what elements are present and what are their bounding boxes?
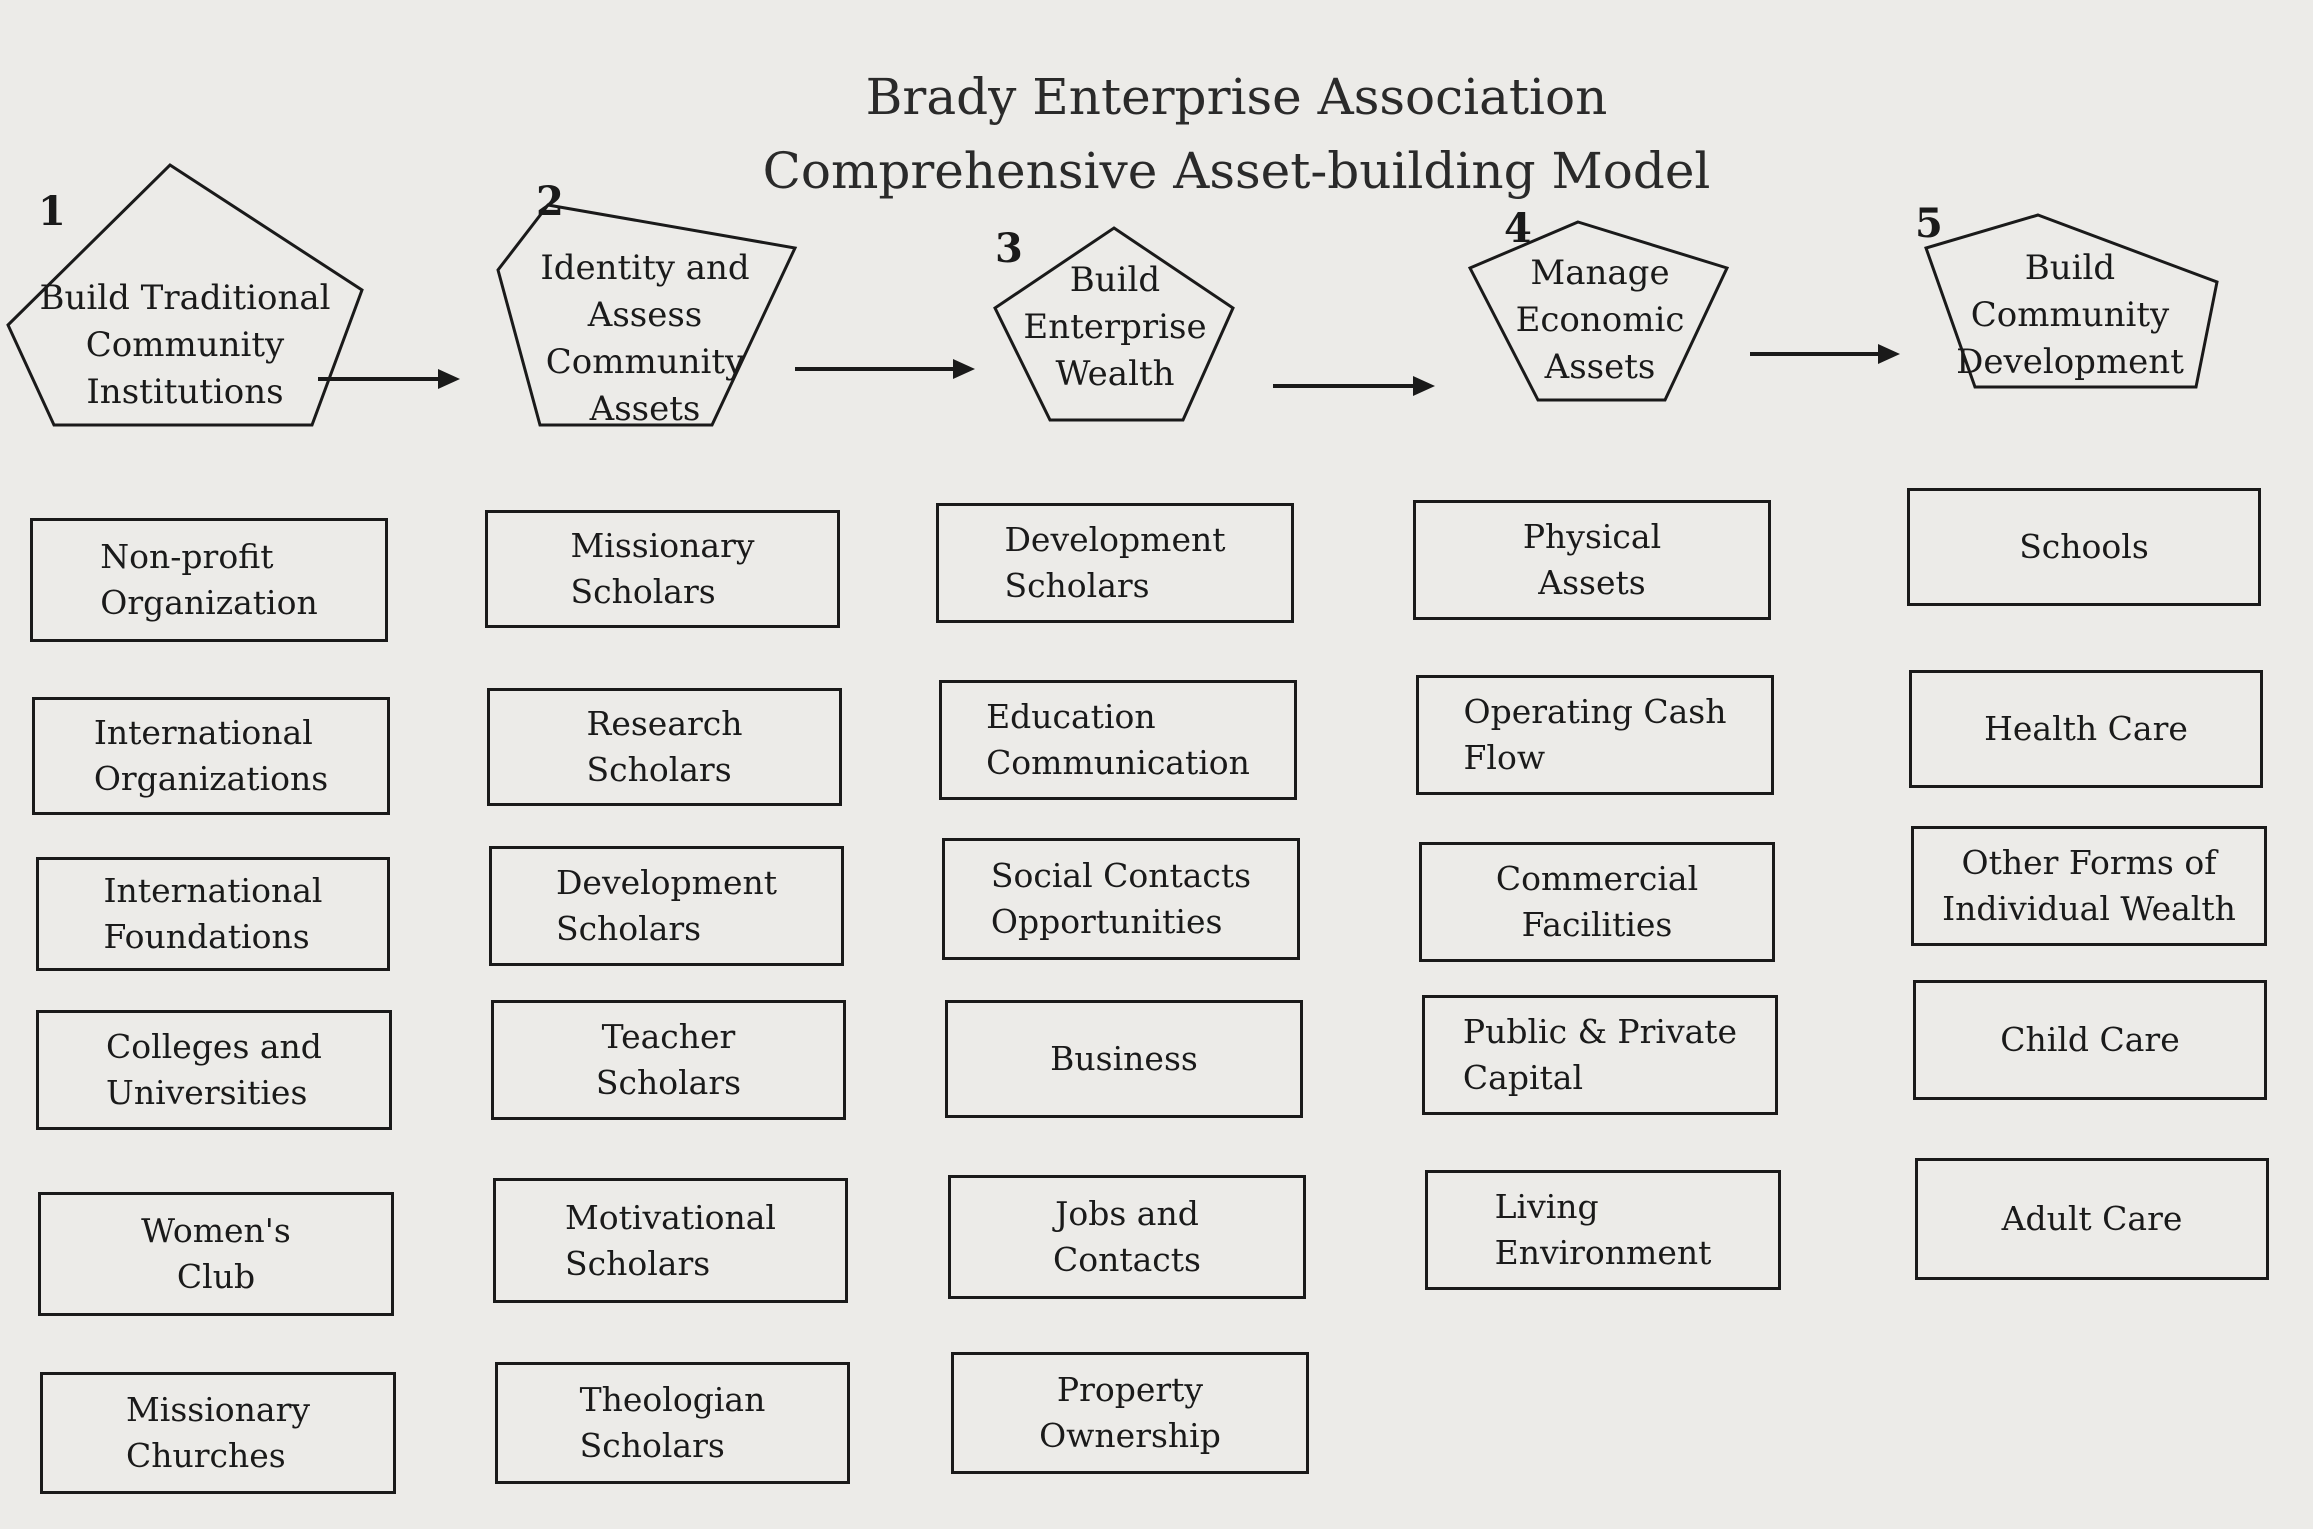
box-label: Business <box>1050 1039 1198 1078</box>
box-label: Adult Care <box>2001 1199 2183 1238</box>
box-label: Missionary Churches <box>126 1390 310 1475</box>
arrowhead-2-to-3 <box>953 359 975 379</box>
col2-box-4: Teacher Scholars <box>491 1000 846 1120</box>
arrowhead-1-to-2 <box>438 369 460 389</box>
col1-box-3: International Foundations <box>36 857 390 971</box>
step-number-1: 1 <box>38 188 66 235</box>
step-number-2: 2 <box>536 178 564 225</box>
col4-box-2: Operating Cash Flow <box>1416 675 1774 795</box>
col3-box-5: Jobs and Contacts <box>948 1175 1306 1299</box>
box-label: Child Care <box>2000 1020 2180 1059</box>
step-number-3: 3 <box>995 225 1023 272</box>
col4-box-4: Public & Private Capital <box>1422 995 1778 1115</box>
box-label: Theologian Scholars <box>579 1380 766 1465</box>
box-label: International Organizations <box>93 713 329 798</box>
box-label: Non-profit Organization <box>100 537 318 622</box>
box-label: Commercial Facilities <box>1495 859 1699 944</box>
col1-box-4: Colleges and Universities <box>36 1010 392 1130</box>
col2-box-3: Development Scholars <box>489 846 844 966</box>
box-label: Colleges and Universities <box>106 1027 322 1112</box>
step-heading-4: Manage Economic Assets <box>1515 253 1685 387</box>
box-label: Property Ownership <box>1039 1370 1221 1455</box>
col1-box-6: Missionary Churches <box>40 1372 396 1494</box>
pentagon-5 <box>1924 213 2219 389</box>
col1-box-2: International Organizations <box>32 697 390 815</box>
box-label: Motivational Scholars <box>565 1197 776 1283</box>
col1-box-5: Women's Club <box>38 1192 394 1316</box>
diagram-title: Brady Enterprise Association <box>865 68 1608 126</box>
pentagon-1 <box>6 163 364 427</box>
box-label: Jobs and Contacts <box>1053 1194 1201 1279</box>
box-label: Women's Club <box>141 1211 291 1296</box>
col2-box-5: Motivational Scholars <box>493 1178 848 1303</box>
col5-box-1: Schools <box>1907 488 2261 606</box>
step-heading-1: Build Traditional Community Institutions <box>39 278 331 412</box>
col3-box-2: Education Communication <box>939 680 1297 800</box>
col4-box-5: Living Environment <box>1425 1170 1781 1290</box>
col3-box-1: Development Scholars <box>936 503 1294 623</box>
box-label: Teacher Scholars <box>595 1017 742 1102</box>
arrowhead-3-to-4 <box>1413 376 1435 396</box>
step-heading-2: Identity and Assess Community Assets <box>540 248 750 429</box>
col5-box-2: Health Care <box>1909 670 2263 788</box>
box-label: Public & Private Capital <box>1462 1012 1738 1097</box>
step-heading-3: Build Enterprise Wealth <box>1023 260 1207 394</box>
box-label: Social Contacts Opportunities <box>990 856 1252 941</box>
col3-box-4: Business <box>945 1000 1303 1118</box>
pentagon-3 <box>993 226 1235 422</box>
box-label: Research Scholars <box>586 704 743 789</box>
col2-box-6: Theologian Scholars <box>495 1362 850 1484</box>
diagram-subtitle: Comprehensive Asset-building Model <box>762 142 1711 200</box>
arrowhead-4-to-5 <box>1878 344 1900 364</box>
box-label: Operating Cash Flow <box>1463 692 1727 777</box>
step-heading-5: Build Community Development <box>1956 248 2184 382</box>
box-label: Development Scholars <box>555 863 778 948</box>
col4-box-1: Physical Assets <box>1413 500 1771 620</box>
col3-box-3: Social Contacts Opportunities <box>942 838 1300 960</box>
box-label: International Foundations <box>103 871 323 956</box>
box-label: Health Care <box>1984 709 2188 748</box>
box-label: Living Environment <box>1494 1187 1712 1272</box>
box-label: Physical Assets <box>1522 517 1662 602</box>
box-label: Missionary Scholars <box>570 526 755 611</box>
col4-box-3: Commercial Facilities <box>1419 842 1775 962</box>
col5-box-3: Other Forms of Individual Wealth <box>1911 826 2267 946</box>
col5-box-5: Adult Care <box>1915 1158 2269 1280</box>
col1-box-1: Non-profit Organization <box>30 518 388 642</box>
col3-box-6: Property Ownership <box>951 1352 1309 1474</box>
col5-box-4: Child Care <box>1913 980 2267 1100</box>
box-label: Education Communication <box>986 697 1250 782</box>
box-label: Schools <box>2019 527 2149 566</box>
col2-box-2: Research Scholars <box>487 688 842 806</box>
pentagon-2 <box>496 203 798 427</box>
pentagon-4 <box>1467 220 1730 402</box>
col2-box-1: Missionary Scholars <box>485 510 840 628</box>
box-label: Other Forms of Individual Wealth <box>1942 843 2236 928</box>
step-number-4: 4 <box>1504 205 1532 252</box>
step-number-5: 5 <box>1915 200 1943 247</box>
box-label: Development Scholars <box>1004 520 1226 605</box>
